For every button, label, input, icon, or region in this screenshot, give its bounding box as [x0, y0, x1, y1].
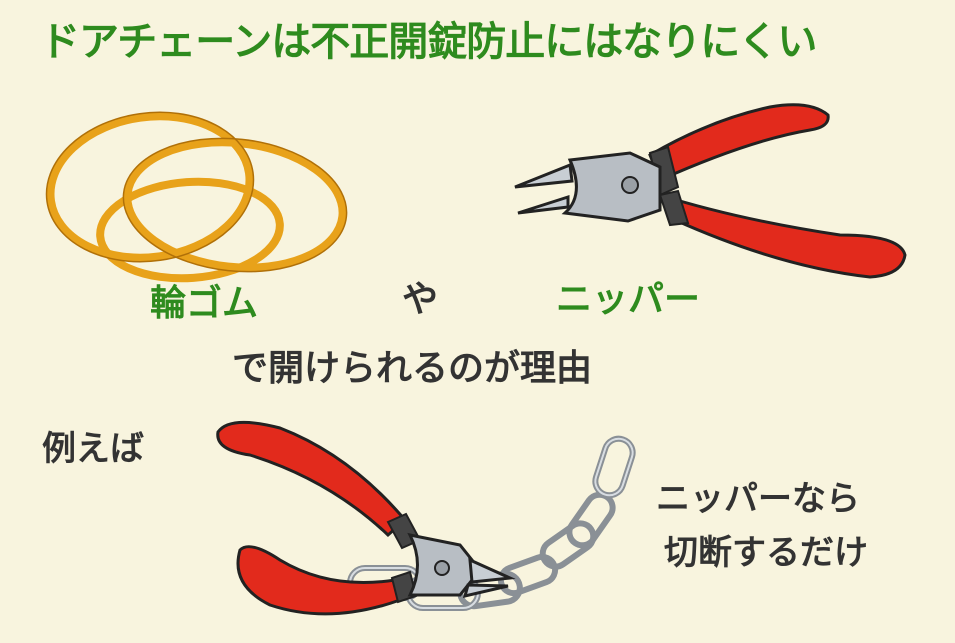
nipper-cutting-chain-icon [216, 420, 636, 616]
connector-ya: や [402, 279, 439, 320]
reason-text: で開けられるのが理由 [232, 348, 593, 389]
page-title: ドアチェーンは不正開錠防止にはなりにくい [40, 19, 817, 65]
example-text: 例えば [42, 429, 144, 469]
nipper-icon [514, 103, 907, 279]
just-cut-text: 切断するだけ [664, 533, 868, 573]
nipper-label: ニッパー [556, 279, 701, 320]
rubber-band-icon [45, 111, 348, 283]
rubber-band-label: 輪ゴム [150, 283, 259, 324]
nipper-nara-text: ニッパーなら [656, 479, 860, 519]
